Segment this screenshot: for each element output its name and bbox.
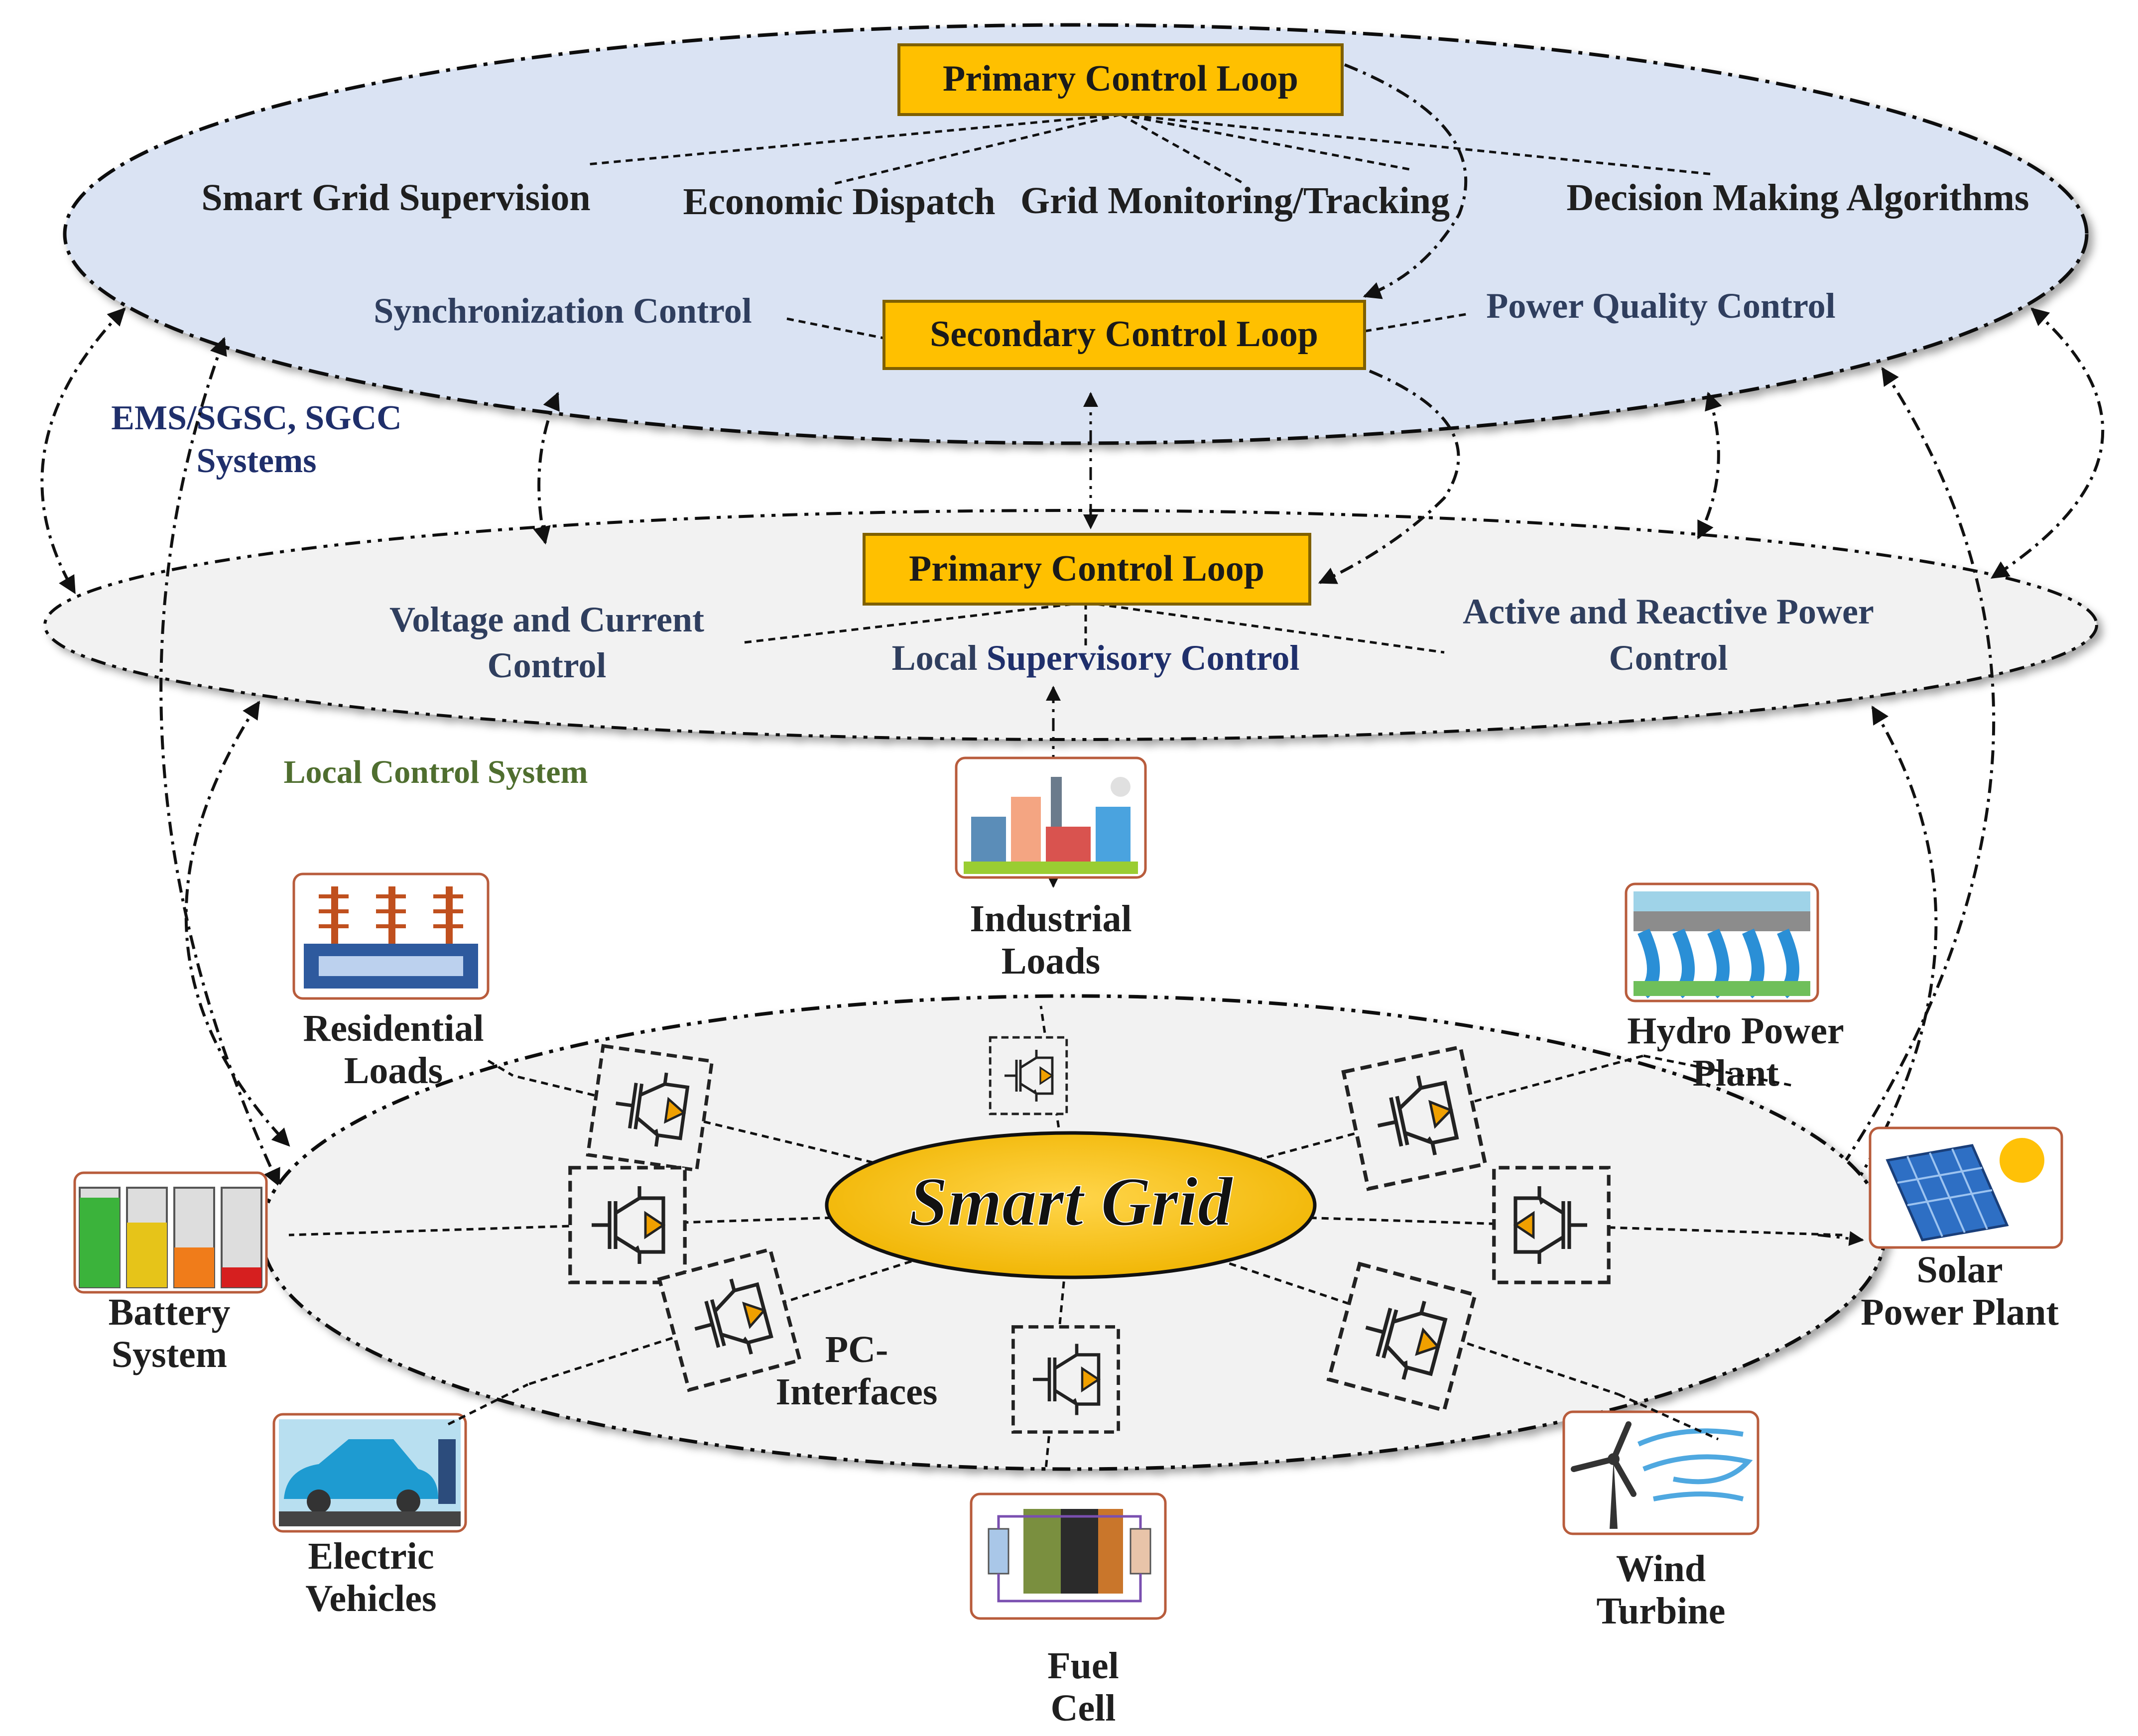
svg-text:System: System xyxy=(112,1334,227,1375)
synchronization-control-label: Synchronization Control xyxy=(374,291,752,331)
voltage-current-control-line2: Control xyxy=(488,645,607,685)
igbt-converter-icon xyxy=(1344,1047,1486,1189)
igbt-converter-icon xyxy=(570,1168,685,1282)
svg-text:Industrial: Industrial xyxy=(970,898,1132,940)
active-reactive-power-line2: Control xyxy=(1609,638,1728,678)
primary-control-loop-top-label: Primary Control Loop xyxy=(943,58,1298,99)
igbt-converter-icon xyxy=(1013,1327,1118,1432)
svg-text:Battery: Battery xyxy=(109,1291,231,1333)
pc-interfaces-label-line1: PC- xyxy=(825,1329,888,1370)
smart-grid-core: Smart Grid xyxy=(825,1131,1317,1279)
svg-text:Loads: Loads xyxy=(344,1050,443,1092)
voltage-current-control-line1: Voltage and Current xyxy=(389,600,704,639)
industry-icon xyxy=(964,777,1138,874)
secondary-control-loop: Secondary Control Loop xyxy=(882,300,1366,370)
local-control-system-label: Local Control System xyxy=(283,754,588,790)
function-economic-dispatch: Economic Dispatch xyxy=(683,181,996,223)
dam-icon xyxy=(1634,891,1810,998)
supervisory-layer-ellipse xyxy=(63,23,2089,445)
asset-links xyxy=(447,1054,1864,1441)
wind-turbine-icon xyxy=(1571,1421,1753,1529)
local-connector-lines xyxy=(744,601,1445,654)
battery-system-node: Battery System xyxy=(73,1171,268,1375)
function-connector-lines xyxy=(587,113,1714,340)
primary-control-loop-local-label: Primary Control Loop xyxy=(909,548,1264,589)
power-quality-control-label: Power Quality Control xyxy=(1486,286,1835,326)
pc-interfaces-label-line2: Interfaces xyxy=(776,1371,938,1413)
electric-vehicles-node: Electric Vehicles xyxy=(272,1413,467,1619)
electric-car-icon xyxy=(279,1419,461,1526)
fuel-cell-node: Fuel Cell xyxy=(970,1492,1167,1729)
primary-control-loop-local: Primary Control Loop xyxy=(863,533,1311,606)
function-smart-grid-supervision: Smart Grid Supervision xyxy=(201,177,590,219)
svg-text:Residential: Residential xyxy=(303,1007,484,1049)
ems-systems-label-line1: EMS/SGSC, SGCC xyxy=(111,399,401,437)
svg-text:Electric: Electric xyxy=(308,1535,434,1577)
igbt-converter-icon xyxy=(1494,1168,1609,1282)
industrial-loads-node: Industrial Loads xyxy=(955,756,1147,982)
svg-text:Solar: Solar xyxy=(1916,1249,2003,1291)
local-supervisory-control-label: Local Supervisory Control xyxy=(892,638,1300,678)
svg-text:Vehicles: Vehicles xyxy=(305,1578,436,1619)
svg-text:Plant: Plant xyxy=(1692,1052,1778,1094)
solar-power-node: Solar Power Plant xyxy=(1861,1126,2063,1333)
primary-control-loop-top: Primary Control Loop xyxy=(897,43,1344,116)
function-decision-making: Decision Making Algorithms xyxy=(1567,177,2029,219)
active-reactive-power-line1: Active and Reactive Power xyxy=(1463,592,1874,631)
svg-text:Loads: Loads xyxy=(1002,940,1101,982)
residential-loads-node: Residential Loads xyxy=(292,872,490,1092)
hydro-power-node: Hydro Power Plant xyxy=(1625,882,1844,1094)
igbt-converter-icon xyxy=(990,1037,1067,1114)
ems-systems-label-line2: Systems xyxy=(196,442,316,480)
secondary-control-loop-label: Secondary Control Loop xyxy=(930,314,1318,355)
svg-text:Wind: Wind xyxy=(1616,1548,1706,1590)
substation-icon xyxy=(304,886,478,989)
svg-text:Fuel: Fuel xyxy=(1047,1645,1119,1687)
svg-text:Turbine: Turbine xyxy=(1596,1590,1725,1632)
svg-text:Power Plant: Power Plant xyxy=(1861,1291,2059,1333)
svg-text:Hydro Power: Hydro Power xyxy=(1627,1010,1844,1052)
local-layer-ellipse xyxy=(43,509,2098,741)
battery-levels-icon xyxy=(79,1187,262,1288)
function-grid-monitoring: Grid Monitoring/Tracking xyxy=(1020,180,1450,222)
solar-panel-icon xyxy=(1886,1138,2044,1241)
smart-grid-title: Smart Grid xyxy=(909,1163,1234,1240)
wind-turbine-node: Wind Turbine xyxy=(1562,1410,1760,1632)
igbt-converter-icon xyxy=(588,1046,712,1170)
fuel-cell-icon xyxy=(988,1509,1151,1603)
svg-text:Cell: Cell xyxy=(1051,1687,1116,1729)
